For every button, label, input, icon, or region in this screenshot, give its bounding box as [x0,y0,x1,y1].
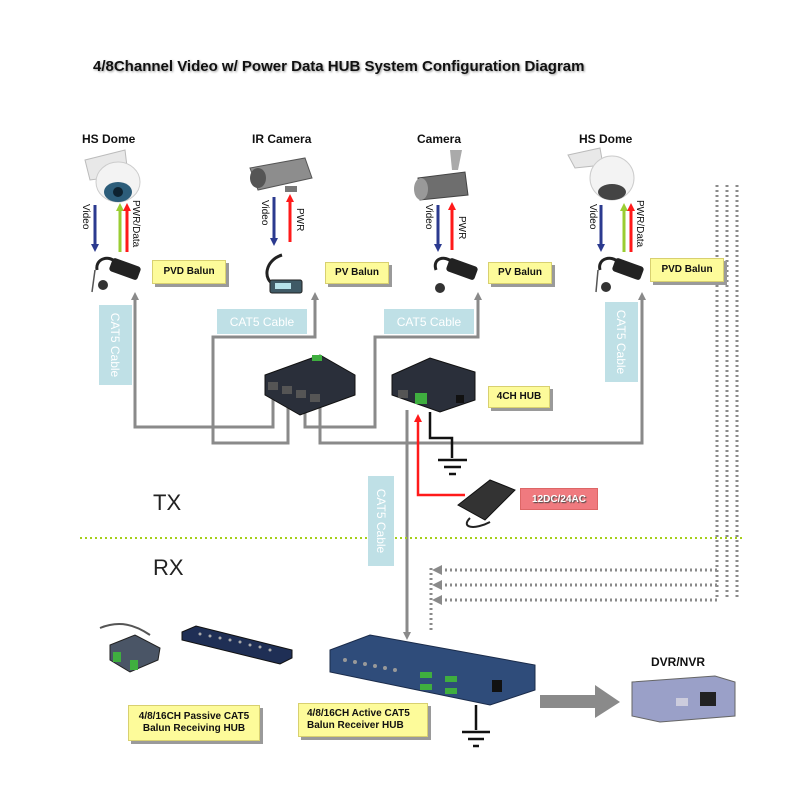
power-line [414,414,465,497]
camera-label-ir-camera: IR Camera [252,132,312,146]
video-label-2: Video [259,200,270,226]
balun-label-2: PV Balun [325,262,389,284]
active-4ch-hub-icon [391,357,476,413]
balun-label-1: PVD Balun [152,260,226,284]
passive-receiver-label-line1: 4/8/16CH Passive CAT5 [138,711,250,722]
power-label: 12DC/24AC [520,488,598,510]
pwr-data-label-1: PWR/Data [130,200,141,248]
dvr-label: DVR/NVR [651,655,706,669]
pv-balun-icon-3 [433,256,478,293]
hs-dome-camera-icon-1 [84,149,141,203]
cat5-cable-label-1: CAT5 Cable [99,305,132,385]
tx-label: TX [153,490,182,515]
power-adapter-icon [457,479,516,528]
pv-balun-icon-2 [265,253,303,294]
video-label-1: Video [80,204,91,230]
cam2-arrows [270,194,294,246]
camera-label-hs-dome-1: HS Dome [82,132,136,146]
camera-label-hs-dome-2: HS Dome [579,132,633,146]
passive-receiver-label-line2: Balun Receiving HUB [142,723,246,734]
ir-camera-icon [249,157,313,192]
cat5-cable-label-4: CAT5 Cable [605,302,638,382]
video-label-4: Video [587,204,598,230]
cat5-cable-label-3: CAT5 Cable [384,309,474,334]
camera-label-camera: Camera [417,132,462,146]
video-label-3: Video [423,204,434,230]
diagram-title: 4/8Channel Video w/ Power Data HUB Syste… [93,58,585,75]
ground-receiver [462,705,490,748]
pvd-balun-icon-1 [91,256,141,293]
passive-4ch-hub-icon [264,354,356,416]
active-receiver-label-line1: 4/8/16CH Active CAT5 [307,708,410,719]
passive-rack-icon [181,625,293,665]
rx-label: RX [153,555,184,580]
passive-balun-bundle-icon [99,623,161,673]
passive-receiver-label: 4/8/16CH Passive CAT5 Balun Receiving HU… [128,705,260,741]
hub-label: 4CH HUB [488,386,550,408]
balun-label-4: PVD Balun [650,258,724,282]
cat5-cable-label-2: CAT5 Cable [217,309,307,334]
cam3-arrows [434,202,456,252]
hs-dome-camera-icon-2 [567,147,635,201]
balun-label-3: PV Balun [488,262,552,284]
pwr-data-label-4: PWR/Data [634,200,645,248]
box-camera-icon [414,150,469,201]
cat5-cable-label-5: CAT5 Cable [368,476,394,566]
active-receiver-rack-icon [329,634,536,706]
active-receiver-label: 4/8/16CH Active CAT5 Balun Receiver HUB [298,703,428,737]
dotted-return-lines [429,185,739,630]
dotted-arrowheads [432,565,442,605]
cam1-arrows [91,203,131,252]
dvr-nvr-icon [631,675,736,723]
pwr-label-3: PWR [456,216,467,240]
cam4-arrows [597,203,635,252]
cat5-cables [131,292,646,640]
ground-hub [428,412,467,476]
pvd-balun-icon-4 [595,256,644,293]
pwr-label-2: PWR [294,208,305,232]
output-arrow [540,685,620,718]
active-receiver-label-line2: Balun Receiver HUB [307,720,404,731]
